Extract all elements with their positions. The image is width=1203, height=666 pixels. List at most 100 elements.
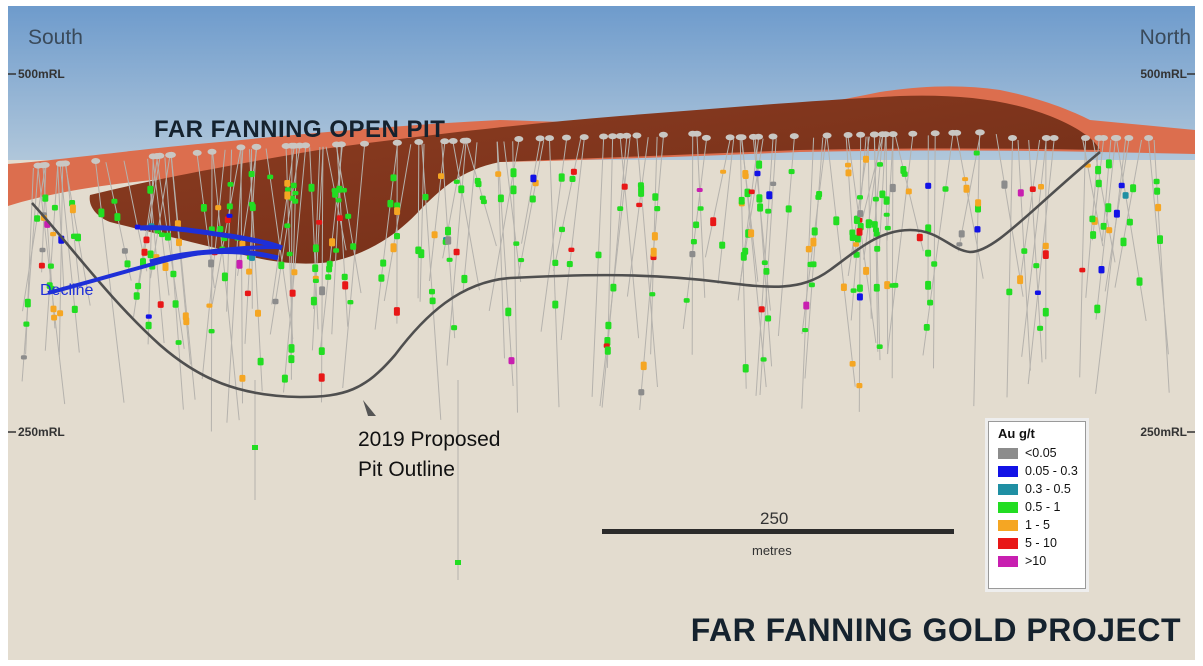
assay-intercept [604, 346, 611, 355]
assay-intercept [422, 193, 429, 201]
assay-intercept [1017, 189, 1024, 197]
assay-intercept [1094, 304, 1101, 314]
drillhole-trace [59, 165, 80, 353]
assay-intercept [873, 227, 879, 233]
legend-label: 0.3 - 0.5 [1025, 482, 1071, 496]
assay-intercept [121, 248, 128, 254]
drillhole-trace [210, 153, 213, 432]
drill-collar [748, 133, 758, 140]
assay-intercept [174, 220, 181, 228]
drill-collar [632, 132, 642, 139]
assay-intercept [1021, 248, 1028, 254]
drill-collar [869, 131, 879, 138]
assay-intercept [605, 321, 612, 330]
assay-intercepts-group [20, 150, 1163, 565]
assay-intercept [145, 314, 152, 319]
drill-collar [658, 131, 668, 138]
assay-intercept [850, 288, 857, 293]
legend-swatch [998, 537, 1018, 549]
drillhole-trace [212, 153, 240, 421]
drill-collar [1081, 135, 1090, 141]
assay-intercept [350, 243, 357, 250]
assay-intercept [811, 227, 818, 236]
assay-intercept [975, 199, 982, 207]
assay-intercept [57, 310, 64, 317]
drillhole-trace [1079, 139, 1086, 378]
drillhole-trace [336, 146, 349, 327]
assay-intercept [221, 272, 228, 282]
assay-intercept [766, 191, 773, 200]
drill-collar [301, 142, 311, 149]
assay-intercept [1095, 165, 1102, 175]
assay-intercept [164, 232, 171, 241]
assay-intercept [1090, 231, 1097, 239]
drillhole-trace [691, 135, 694, 355]
decline-spiral-b [149, 249, 279, 265]
assay-intercept [765, 315, 772, 322]
assay-intercept [785, 205, 792, 213]
drill-collar [737, 134, 747, 141]
assay-intercept [558, 173, 565, 182]
drillhole-trace [496, 141, 505, 359]
assay-intercept [958, 230, 965, 238]
rl-250-label-left: 250mRL [18, 425, 65, 439]
assay-intercept [458, 185, 465, 194]
drillhole-trace [452, 142, 480, 291]
drillhole-trace [741, 139, 767, 388]
assay-intercept [569, 175, 576, 182]
drillhole-trace [737, 138, 759, 301]
assay-intercept [124, 260, 131, 268]
assay-intercept [431, 231, 438, 239]
assay-intercept [284, 180, 291, 187]
drillhole-trace [517, 140, 545, 277]
assay-intercept [900, 166, 907, 174]
rl-500-label-right: 500mRL [1140, 67, 1187, 81]
assay-intercept [347, 300, 354, 305]
drillhole-trace [560, 139, 585, 341]
assay-intercept [876, 344, 883, 349]
assay-intercept [871, 221, 878, 228]
drillhole-trace [1006, 139, 1013, 398]
drillhole-trace [1017, 139, 1031, 371]
assay-intercept [1006, 288, 1013, 296]
rl-250-label-right: 250mRL [1140, 425, 1187, 439]
drill-collars-group [33, 129, 1154, 169]
assay-intercept [853, 242, 859, 247]
assay-intercept [316, 220, 323, 225]
drill-collar [952, 129, 962, 136]
drillhole-trace [58, 165, 64, 356]
assay-intercept [802, 328, 809, 333]
assay-intercept [162, 262, 169, 271]
assay-intercept [654, 206, 661, 212]
assay-intercept [874, 245, 881, 252]
drill-collar [440, 138, 450, 145]
drill-collar [360, 140, 369, 147]
assay-intercept [226, 203, 233, 210]
assay-intercept [1095, 179, 1102, 188]
drill-collar [1041, 135, 1051, 141]
drill-collar [768, 133, 778, 140]
assay-intercept [1079, 267, 1086, 273]
drillhole-trace [704, 139, 731, 258]
assay-intercept [133, 292, 140, 300]
assay-intercept [312, 244, 319, 253]
assay-intercept [1105, 203, 1112, 213]
assay-intercept [889, 283, 896, 288]
assay-intercept [513, 241, 520, 246]
drill-collar [91, 158, 101, 164]
decline-label: Decline [40, 282, 94, 299]
assay-intercept [312, 278, 319, 283]
drillhole-trace [226, 149, 233, 312]
assay-intercept [111, 198, 118, 204]
assay-intercept [845, 162, 851, 168]
assay-intercept [857, 210, 864, 218]
assay-intercept [341, 273, 348, 281]
assay-intercept [1034, 290, 1041, 295]
drill-collar [622, 132, 632, 139]
drillhole-trace [466, 142, 497, 247]
assay-intercept [761, 260, 768, 265]
assay-intercept [147, 250, 154, 259]
pit-outline-label: 2019 Proposed Pit Outline [358, 425, 500, 485]
drillhole-trace [383, 144, 412, 302]
